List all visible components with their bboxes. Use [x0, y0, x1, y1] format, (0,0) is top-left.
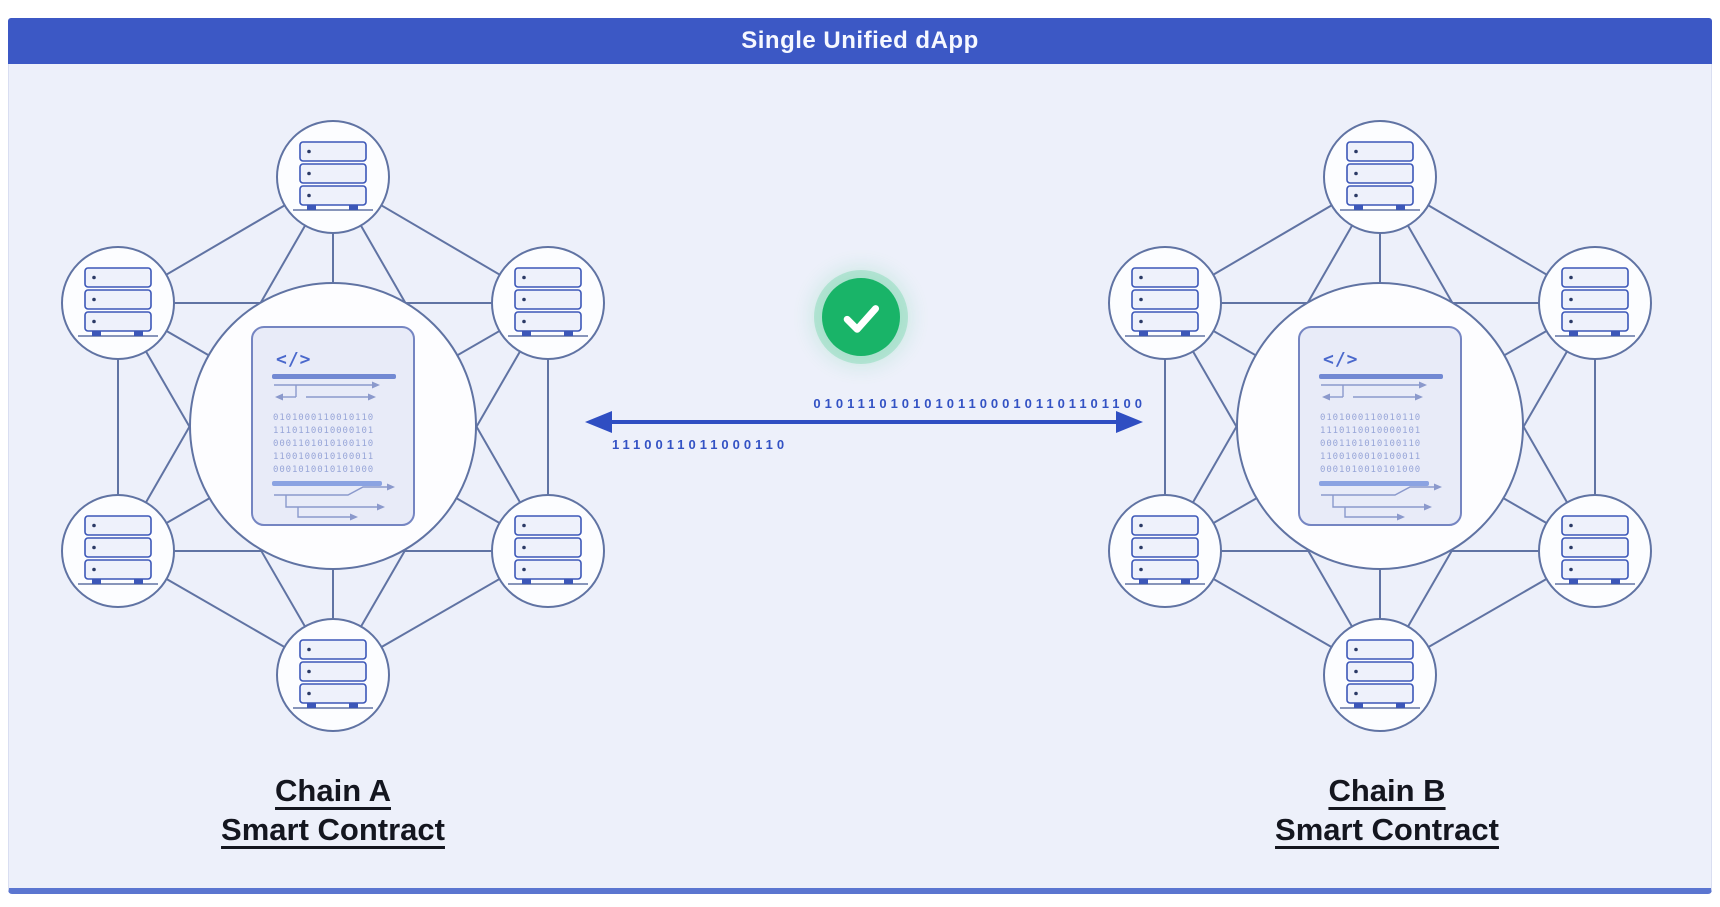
header-bar: Single Unified dApp [8, 18, 1712, 64]
chain-b-label-line2: Smart Contract [1275, 812, 1499, 847]
cross-chain-arrow-line [605, 420, 1125, 424]
arrow-head-left-icon [585, 411, 612, 433]
chain-b-network [1109, 121, 1651, 731]
arrow-head-right-icon [1116, 411, 1143, 433]
chain-b-label: Chain B Smart Contract [1207, 771, 1567, 849]
chain-a-label: Chain A Smart Contract [153, 771, 513, 849]
chain-a-network [62, 121, 604, 731]
chain-b-label-line1: Chain B [1328, 773, 1446, 808]
chain-a-label-line2: Smart Contract [221, 812, 445, 847]
binary-message-bottom: 1110011011000110 [612, 437, 789, 452]
chain-a-label-line1: Chain A [275, 773, 391, 808]
binary-message-top: 010111010101011000101101101100 [813, 396, 1146, 411]
success-check-icon [822, 278, 900, 356]
page-title: Single Unified dApp [741, 27, 979, 54]
